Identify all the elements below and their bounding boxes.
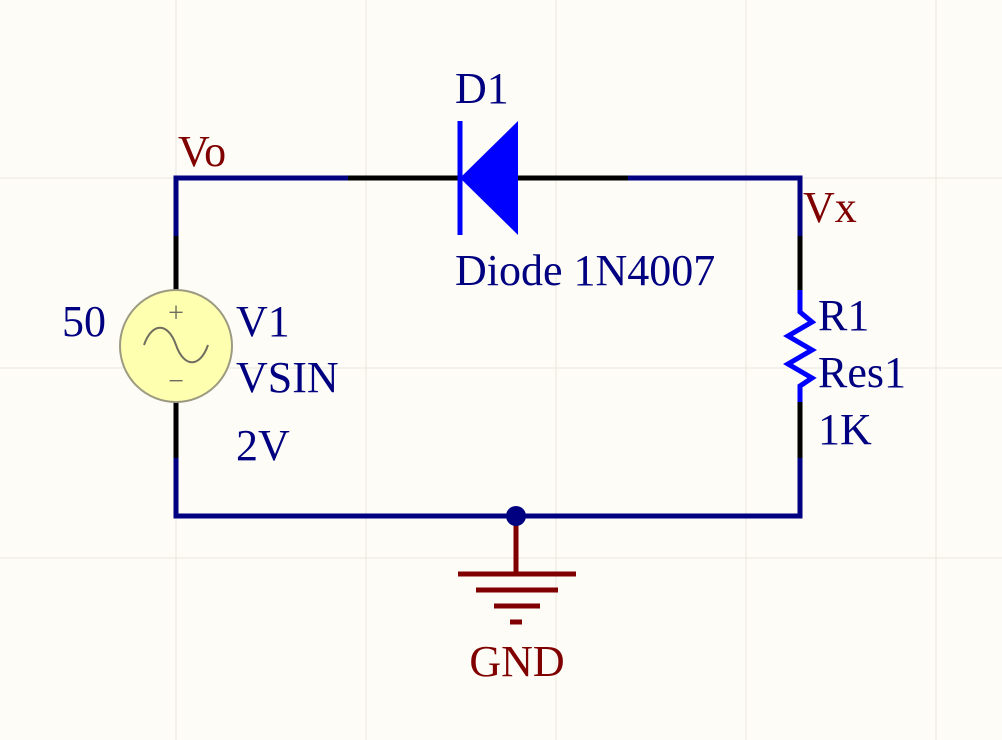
- wire-vx-net[interactable]: [628, 175, 803, 236]
- source-plus-sign: +: [168, 298, 184, 329]
- wire-vo-net[interactable]: [173, 175, 348, 236]
- diode-d1[interactable]: D1 Diode 1N4007: [348, 64, 715, 295]
- resistor-zigzag-icon: [783, 290, 817, 402]
- source-designator: V1: [236, 297, 290, 346]
- ground-label: GND: [469, 637, 564, 686]
- ground-symbol-icon: [458, 571, 576, 625]
- voltage-source-v1[interactable]: + − 50 V1 VSIN 2V: [62, 236, 339, 470]
- resistor-value: 1K: [818, 405, 872, 454]
- resistor-designator: R1: [818, 291, 869, 340]
- source-minus-sign: −: [168, 366, 184, 397]
- ac-voltage-source-icon: [119, 289, 233, 403]
- diode-designator: D1: [455, 64, 509, 113]
- resistor-comment: Res1: [818, 348, 906, 397]
- diode-comment: Diode 1N4007: [455, 246, 715, 295]
- wire-gnd-net[interactable]: [173, 458, 803, 519]
- junction-dot-icon: [506, 506, 526, 526]
- source-amplitude: 2V: [236, 421, 290, 470]
- source-frequency: 50: [62, 297, 106, 346]
- wires: [173, 175, 803, 519]
- diode-symbol-icon: [457, 121, 518, 235]
- net-label-vx[interactable]: Vx: [803, 183, 857, 232]
- net-label-vo[interactable]: Vo: [178, 127, 226, 176]
- source-comment: VSIN: [236, 353, 339, 402]
- resistor-r1[interactable]: R1 Res1 1K: [783, 236, 906, 458]
- ground-power-port[interactable]: GND: [458, 516, 576, 686]
